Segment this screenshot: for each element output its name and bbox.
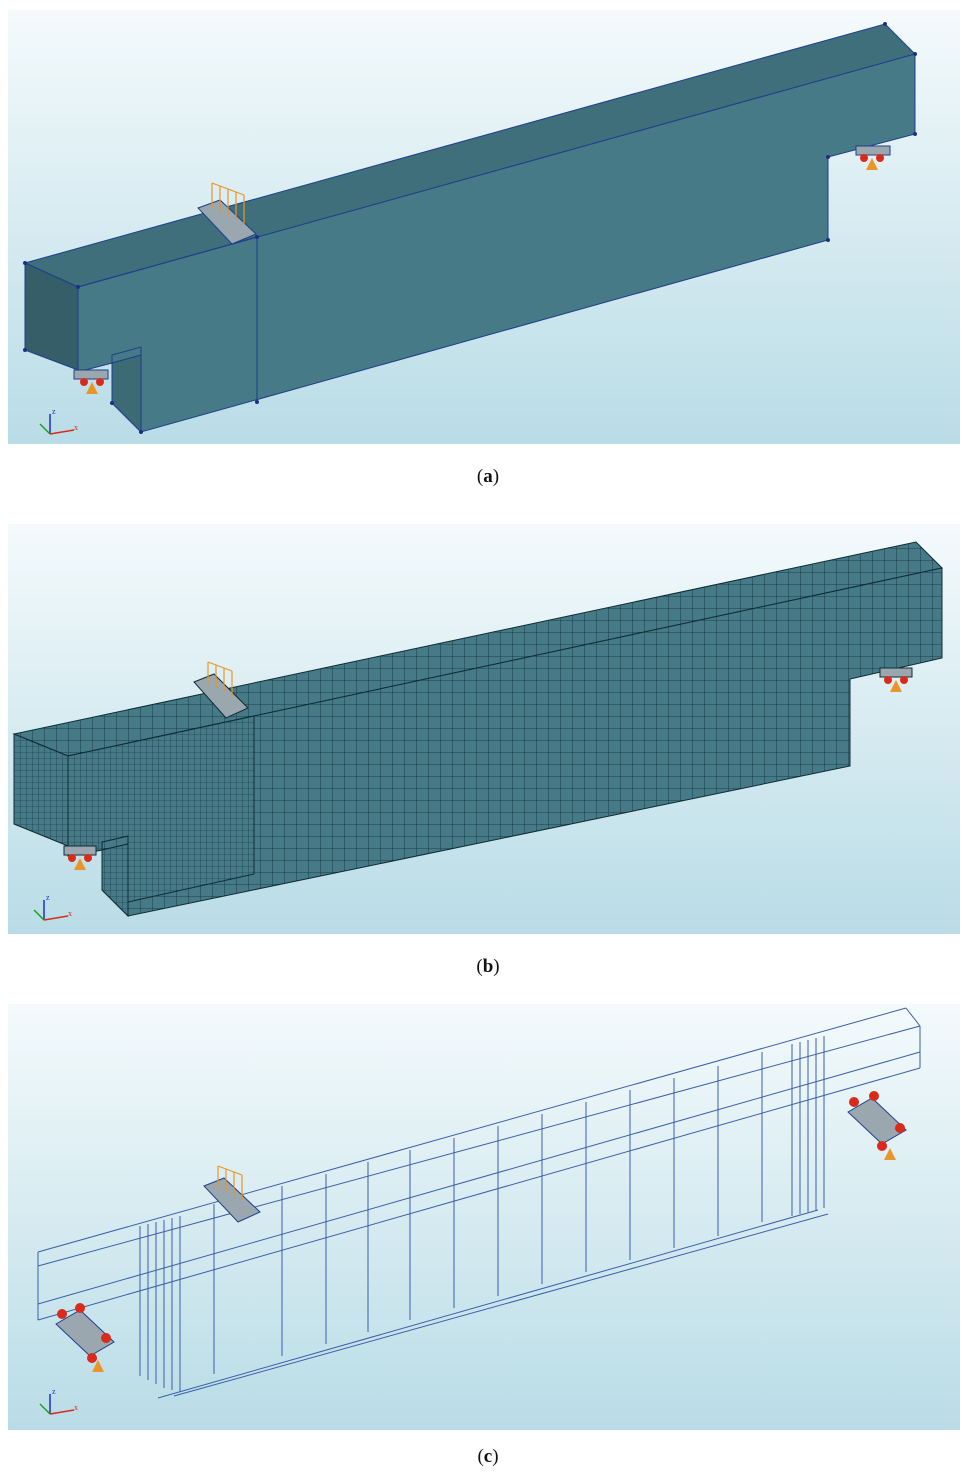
panel-a-solid-model: z x <box>8 10 960 444</box>
pinned-support-icon <box>879 667 913 692</box>
pinned-support-icon <box>855 145 891 170</box>
mesh-notch-face <box>101 843 129 918</box>
node-dots <box>23 22 917 434</box>
pinned-support-icon <box>847 1091 907 1160</box>
caption-b: (b) <box>476 956 500 977</box>
panel-c-reinforcement-wireframe: z x <box>8 1004 960 1430</box>
longitudinal-bars <box>37 1007 921 1399</box>
pinned-support-icon <box>55 1303 115 1372</box>
axis-label-z: z <box>52 407 56 416</box>
load-plate <box>197 199 257 245</box>
axis-label-x: x <box>68 909 72 918</box>
xyz-triad-icon: z x <box>39 1387 78 1415</box>
caption-a: (a) <box>476 466 500 487</box>
axis-label-z: z <box>52 1387 56 1396</box>
caption-c-label: c <box>483 1446 493 1467</box>
downward-load-arrows-icon <box>207 661 233 696</box>
edge-line <box>77 236 258 288</box>
axis-label-z: z <box>46 893 50 902</box>
caption-a-label: a <box>483 466 493 487</box>
xyz-triad-icon: z x <box>33 893 72 921</box>
pinned-support-icon <box>63 845 97 870</box>
axis-label-x: x <box>74 1403 78 1412</box>
panel-b-meshed-model: z x <box>8 524 960 934</box>
reinforcement-viewport: z x <box>8 1004 960 1430</box>
solid-model-viewport: z x <box>8 10 960 444</box>
stirrups <box>139 1036 825 1392</box>
caption-b-label: b <box>482 956 494 977</box>
downward-load-arrows-icon <box>211 182 245 224</box>
load-plate <box>193 673 249 719</box>
caption-c: (c) <box>477 1446 499 1467</box>
load-plate <box>203 1177 261 1223</box>
downward-load-arrows-icon <box>217 1165 243 1200</box>
xyz-triad-icon: z x <box>39 407 78 435</box>
mesh-model-viewport: z x <box>8 524 960 934</box>
pinned-support-icon <box>73 369 109 394</box>
axis-label-x: x <box>74 423 78 432</box>
viewport-background <box>8 1004 960 1430</box>
